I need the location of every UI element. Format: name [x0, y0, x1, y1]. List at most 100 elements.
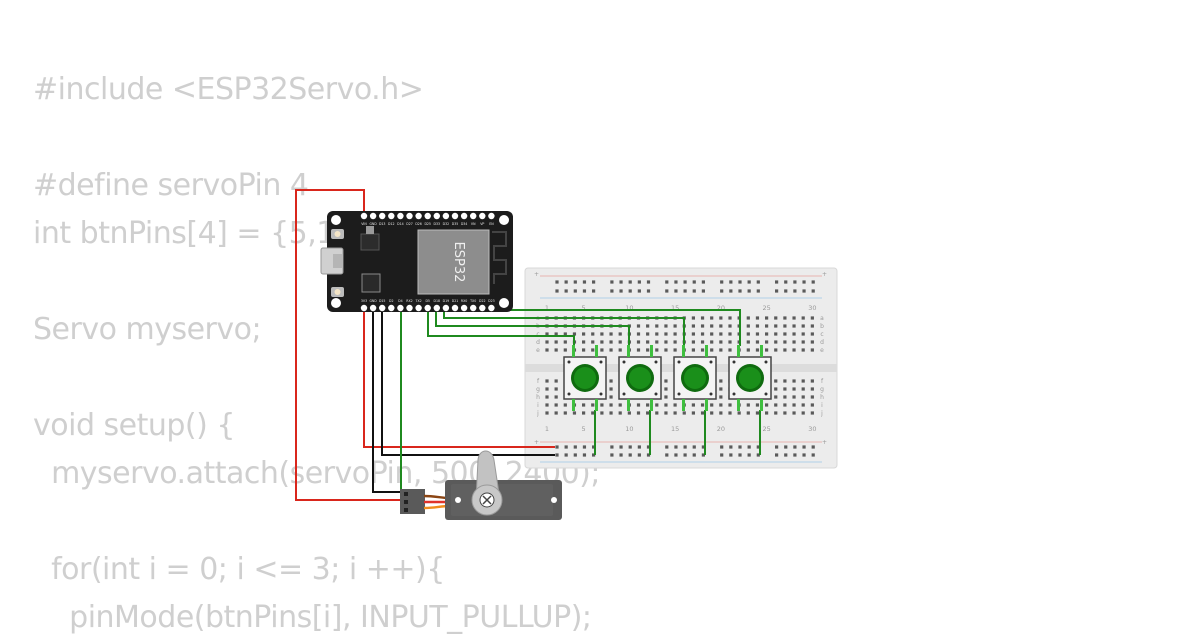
breadboard-rail-hole[interactable] — [811, 280, 815, 284]
breadboard-hole[interactable] — [572, 411, 577, 415]
breadboard-hole[interactable] — [746, 332, 750, 336]
breadboard-hole[interactable] — [801, 411, 805, 415]
breadboard-hole[interactable] — [664, 324, 668, 328]
breadboard-rail-hole[interactable] — [683, 445, 687, 449]
breadboard-hole[interactable] — [655, 348, 659, 352]
breadboard-hole[interactable] — [664, 387, 668, 391]
breadboard-rail-hole[interactable] — [646, 280, 651, 284]
breadboard-hole[interactable] — [664, 395, 668, 399]
breadboard-hole[interactable] — [774, 332, 778, 336]
breadboard-rail-hole[interactable] — [628, 445, 632, 449]
breadboard-hole[interactable] — [563, 332, 567, 336]
esp32-pin[interactable] — [415, 212, 422, 220]
breadboard-hole[interactable] — [691, 324, 695, 328]
breadboard-rail-hole[interactable] — [738, 280, 742, 284]
breadboard-rail-hole[interactable] — [637, 280, 641, 284]
breadboard-rail-hole[interactable] — [619, 289, 623, 293]
breadboard-hole[interactable] — [691, 411, 695, 415]
breadboard-hole[interactable] — [774, 395, 778, 399]
breadboard-rail-hole[interactable] — [720, 289, 724, 293]
breadboard-hole[interactable] — [700, 324, 705, 328]
breadboard-rail-hole[interactable] — [646, 453, 651, 457]
breadboard-hole[interactable] — [719, 340, 723, 344]
breadboard-rail-hole[interactable] — [701, 289, 705, 293]
breadboard-hole[interactable] — [810, 340, 814, 344]
breadboard-hole[interactable] — [810, 324, 814, 328]
breadboard-hole[interactable] — [801, 395, 805, 399]
esp32-pin[interactable] — [488, 212, 495, 220]
breadboard-rail-hole[interactable] — [619, 453, 623, 457]
breadboard-rail-hole[interactable] — [811, 453, 815, 457]
breadboard-rail-hole[interactable] — [610, 289, 614, 293]
breadboard-hole[interactable] — [691, 348, 695, 352]
breadboard-hole[interactable] — [783, 332, 787, 336]
esp32-pin[interactable] — [397, 212, 404, 220]
esp32-pin[interactable] — [451, 304, 459, 312]
breadboard-hole[interactable] — [700, 316, 705, 320]
breadboard-hole[interactable] — [664, 411, 668, 415]
breadboard-hole[interactable] — [755, 316, 760, 320]
breadboard-rail-hole[interactable] — [619, 445, 623, 449]
breadboard-hole[interactable] — [636, 332, 641, 336]
breadboard-rail-hole[interactable] — [775, 453, 779, 457]
breadboard-rail-hole[interactable] — [573, 280, 577, 284]
breadboard-rail-hole[interactable] — [564, 445, 568, 449]
breadboard-hole[interactable] — [646, 348, 650, 352]
breadboard-rail-hole[interactable] — [582, 280, 587, 284]
breadboard-hole[interactable] — [554, 379, 558, 383]
breadboard-rail-hole[interactable] — [674, 280, 678, 284]
breadboard-hole[interactable] — [719, 395, 723, 399]
breadboard-rail-hole[interactable] — [738, 445, 742, 449]
breadboard-rail-hole[interactable] — [674, 445, 678, 449]
breadboard-hole[interactable] — [700, 332, 705, 336]
wire-green-button-1[interactable] — [427, 308, 575, 346]
breadboard-hole[interactable] — [600, 332, 604, 336]
breadboard-hole[interactable] — [636, 324, 641, 328]
breadboard-rail-hole[interactable] — [637, 445, 641, 449]
esp32-pin[interactable] — [369, 212, 377, 220]
breadboard-hole[interactable] — [765, 324, 769, 328]
breadboard-hole[interactable] — [545, 340, 549, 344]
breadboard-hole[interactable] — [627, 411, 631, 415]
breadboard-rail-hole[interactable] — [646, 289, 651, 293]
breadboard-hole[interactable] — [554, 403, 558, 407]
breadboard-rail-hole[interactable] — [610, 445, 614, 449]
breadboard-hole[interactable] — [664, 403, 668, 407]
breadboard-rail-hole[interactable] — [729, 280, 733, 284]
breadboard-hole[interactable] — [810, 395, 814, 399]
breadboard-hole[interactable] — [545, 348, 549, 352]
breadboard-rail-hole[interactable] — [775, 445, 779, 449]
breadboard-rail-hole[interactable] — [756, 280, 760, 284]
breadboard-hole[interactable] — [755, 340, 760, 344]
breadboard-hole[interactable] — [618, 340, 622, 344]
breadboard-hole[interactable] — [710, 324, 714, 328]
breadboard-rail-hole[interactable] — [692, 280, 696, 284]
pushbutton-2[interactable] — [618, 345, 662, 411]
esp32-pin[interactable] — [406, 212, 413, 220]
breadboard-rail-hole[interactable] — [701, 453, 705, 457]
esp32-pin[interactable] — [442, 304, 450, 312]
breadboard-hole[interactable] — [582, 411, 586, 415]
breadboard-hole[interactable] — [600, 411, 604, 415]
breadboard-hole[interactable] — [783, 316, 787, 320]
breadboard-hole[interactable] — [783, 379, 787, 383]
breadboard-rail-hole[interactable] — [665, 280, 669, 284]
wire-green-button-3[interactable] — [443, 308, 685, 346]
breadboard-rail-hole[interactable] — [665, 453, 669, 457]
breadboard-hole[interactable] — [554, 332, 558, 336]
breadboard-hole[interactable] — [801, 332, 805, 336]
breadboard-hole[interactable] — [710, 332, 714, 336]
breadboard-hole[interactable] — [545, 387, 549, 391]
breadboard-hole[interactable] — [710, 403, 714, 407]
wires[interactable] — [295, 189, 761, 505]
esp32-pin[interactable] — [460, 212, 468, 220]
breadboard-hole[interactable] — [765, 403, 769, 407]
breadboard-rail-hole[interactable] — [720, 280, 724, 284]
breadboard-rail-hole[interactable] — [692, 289, 696, 293]
breadboard-hole[interactable] — [719, 324, 723, 328]
breadboard-rail-hole[interactable] — [793, 280, 797, 284]
breadboard-hole[interactable] — [700, 411, 705, 415]
breadboard-rail-hole[interactable] — [793, 289, 797, 293]
breadboard-hole[interactable] — [582, 403, 586, 407]
breadboard-hole[interactable] — [719, 332, 723, 336]
